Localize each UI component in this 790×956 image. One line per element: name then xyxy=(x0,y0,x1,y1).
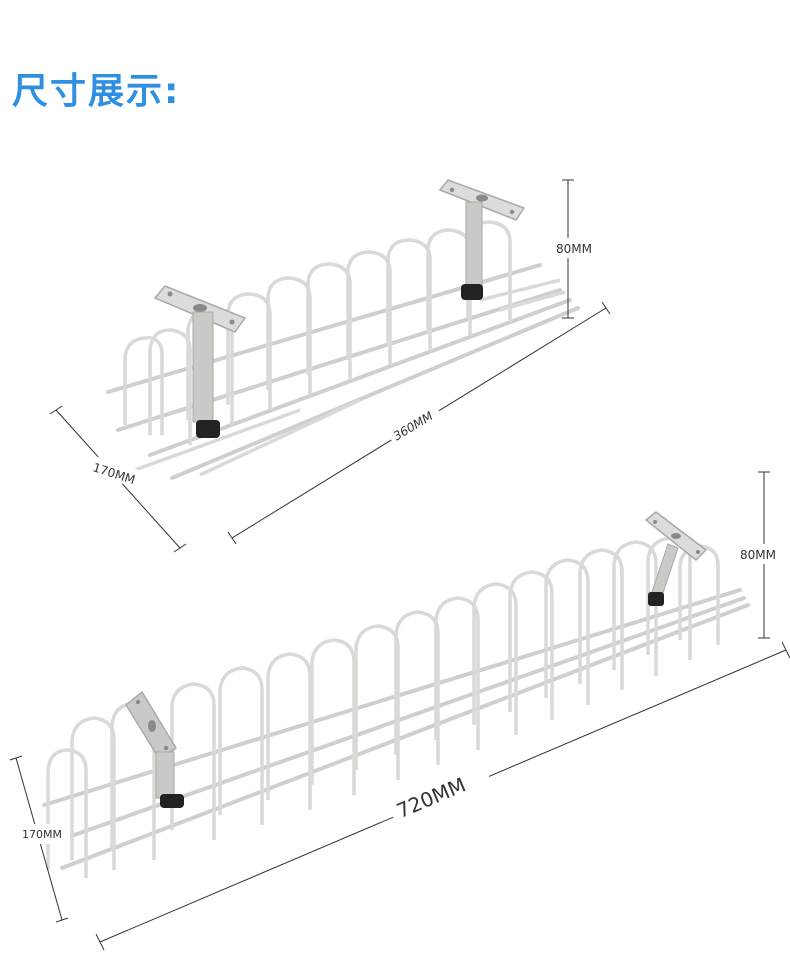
small-height-label: 80MM xyxy=(556,242,592,256)
small-rack-right-bracket xyxy=(438,179,526,300)
large-rack-left-bracket xyxy=(125,690,184,808)
large-length-label: 720MM xyxy=(393,773,469,823)
small-rack-left-bracket xyxy=(153,285,247,438)
large-rack-loops xyxy=(46,536,720,878)
large-height-label: 80MM xyxy=(740,548,776,562)
large-rack-right-bracket xyxy=(644,511,708,606)
small-rack-loops xyxy=(123,220,566,477)
large-depth-label: 170MM xyxy=(22,828,62,841)
page-title: 尺寸展示: xyxy=(12,71,181,112)
large-cable-rack xyxy=(42,511,750,878)
small-cable-rack xyxy=(106,179,580,480)
